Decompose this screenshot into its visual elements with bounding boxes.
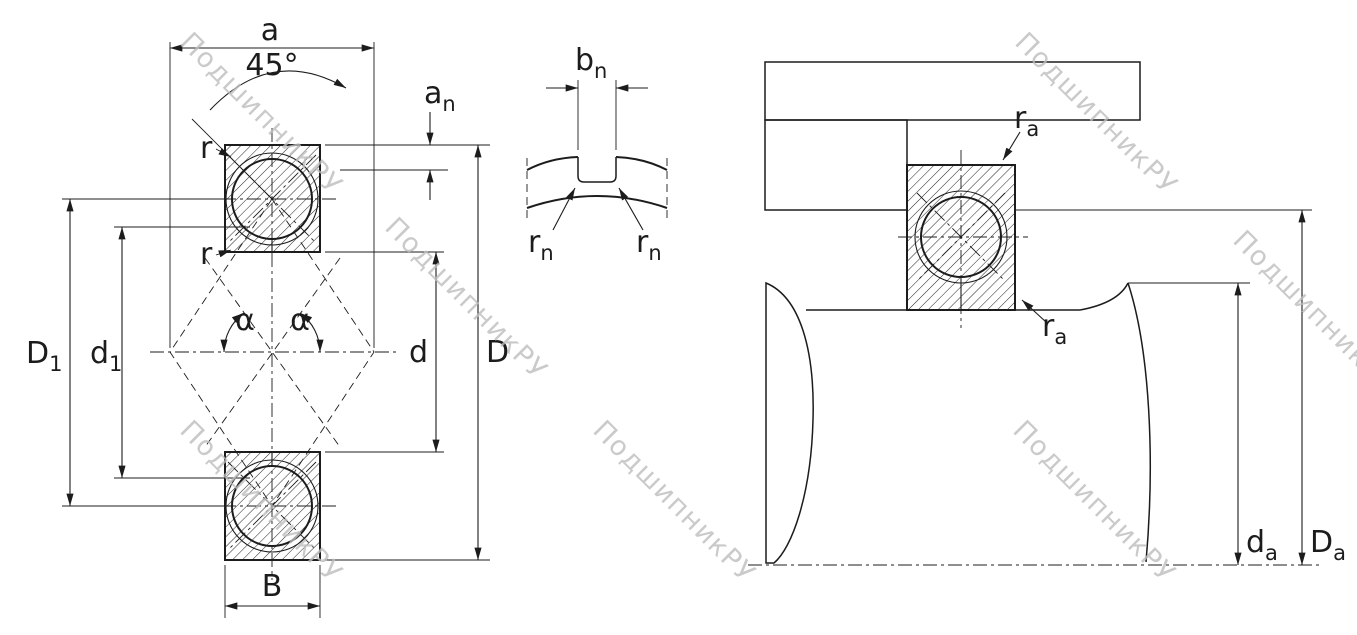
dim-label-bn: bn	[575, 43, 607, 83]
left-view: a 45° an r r α α	[26, 13, 509, 618]
dim-label-r-lower: r	[200, 237, 213, 272]
dim-label-ra-upper: ra	[1014, 101, 1039, 141]
dim-label-an: an	[424, 76, 456, 116]
dim-d1: d1	[90, 226, 250, 479]
dim-label-r-upper: r	[200, 131, 213, 166]
bearing-section-top	[224, 144, 321, 253]
dim-label-rn-left: rn	[528, 225, 554, 265]
detail-view: bn rn rn	[526, 43, 668, 265]
dim-label-Da: Da	[1310, 525, 1346, 565]
label-r-lower: r	[200, 237, 232, 272]
label-alpha-right: α	[290, 303, 324, 353]
dim-bn: bn	[546, 43, 648, 150]
dim-a: a	[169, 13, 375, 348]
dim-d: d	[325, 251, 444, 453]
label-r-upper: r	[200, 131, 232, 166]
dim-ra-lower: ra	[1021, 299, 1067, 349]
bearing-section-mounted	[898, 150, 1028, 328]
bearing-section-bottom	[224, 451, 321, 561]
dim-D: D	[325, 144, 509, 561]
dim-D1: D1	[26, 198, 74, 507]
dim-label-alpha-right: α	[290, 303, 310, 338]
label-rn-left: rn	[528, 187, 576, 265]
dim-45deg: 45°	[209, 48, 347, 111]
dim-label-rn-right: rn	[636, 225, 662, 265]
dim-label-B: B	[262, 569, 283, 604]
dim-label-d1: d1	[90, 336, 122, 376]
dim-label-d: d	[409, 335, 428, 370]
dim-Da: Da	[1015, 209, 1346, 566]
dim-label-45: 45°	[245, 48, 298, 83]
dim-B: B	[224, 565, 321, 618]
dim-label-D1: D1	[26, 336, 62, 376]
dim-label-da: da	[1246, 525, 1278, 565]
mounting-view: ra ra da Da	[748, 61, 1346, 566]
shaft-shoulder-section	[765, 281, 907, 564]
dim-label-D: D	[486, 335, 509, 370]
dim-label-alpha-left: α	[235, 303, 255, 338]
label-alpha-left: α	[220, 303, 255, 353]
dim-label-a: a	[261, 13, 279, 48]
dim-an: an	[340, 76, 456, 200]
groove-profile	[526, 156, 668, 222]
dim-ra-upper: ra	[1002, 101, 1039, 161]
dim-label-ra-lower: ra	[1042, 309, 1067, 349]
dim-da: da	[1128, 282, 1278, 566]
label-rn-right: rn	[618, 187, 662, 265]
